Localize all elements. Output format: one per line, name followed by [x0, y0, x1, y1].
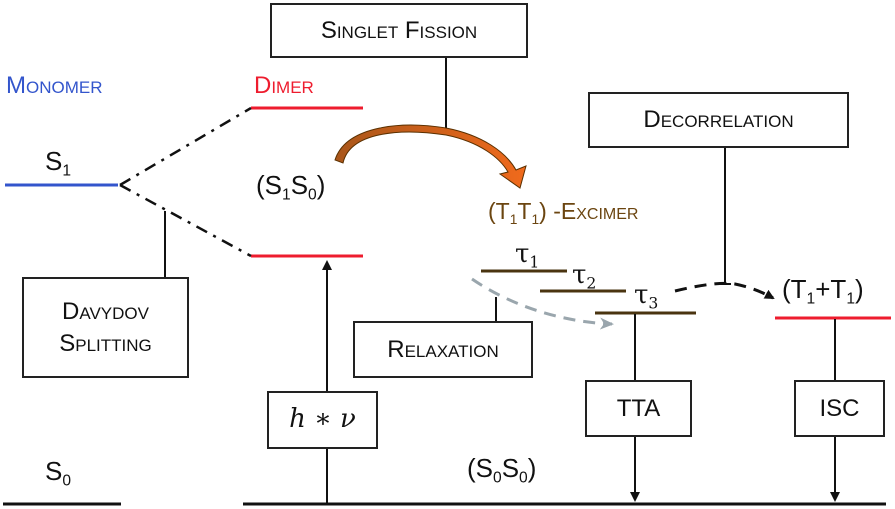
s0s0-state-label: (S0S0) — [467, 453, 537, 487]
decorrelation-box: Decorrelation — [588, 92, 849, 148]
monomer-label: Monomer — [6, 72, 103, 99]
photon-box: h ∗ ν — [267, 391, 378, 449]
tta-text: TTA — [616, 394, 661, 422]
s1s0-state-label: (S1S0) — [256, 170, 326, 204]
isc-box: ISC — [794, 380, 885, 437]
singlet-fission-arrow — [334, 124, 527, 189]
decorrelation-text: Decorrelation — [643, 106, 794, 134]
separated-triplets-label: (T1+T1) — [782, 274, 864, 308]
splitting-line-lower — [119, 183, 252, 258]
excimer-label: (T1T1) -Excimer — [488, 198, 639, 227]
photon-text: h ∗ ν — [289, 404, 356, 435]
tta-box: TTA — [585, 380, 692, 437]
singlet-fission-box: Singlet Fission — [270, 3, 528, 58]
tau2-label: τ2 — [572, 260, 597, 293]
s0-label: S0 — [45, 456, 72, 490]
s1-label: S1 — [45, 146, 72, 180]
relaxation-box: Relaxation — [353, 321, 533, 378]
tau3-label: τ3 — [634, 280, 659, 313]
relaxation-text: Relaxation — [387, 335, 499, 363]
splitting-text: Splitting — [59, 329, 152, 357]
davydov-text: Davydov — [62, 298, 149, 326]
decorrelation-arrow — [674, 281, 775, 300]
davydov-splitting-box: Davydov Splitting — [22, 277, 189, 378]
relaxation-arrow — [471, 277, 614, 330]
singlet-fission-text: Singlet Fission — [320, 16, 478, 44]
dimer-label: Dimer — [254, 72, 314, 99]
isc-text: ISC — [819, 394, 860, 422]
splitting-line-upper — [119, 106, 252, 187]
tau1-label: τ1 — [515, 239, 540, 272]
